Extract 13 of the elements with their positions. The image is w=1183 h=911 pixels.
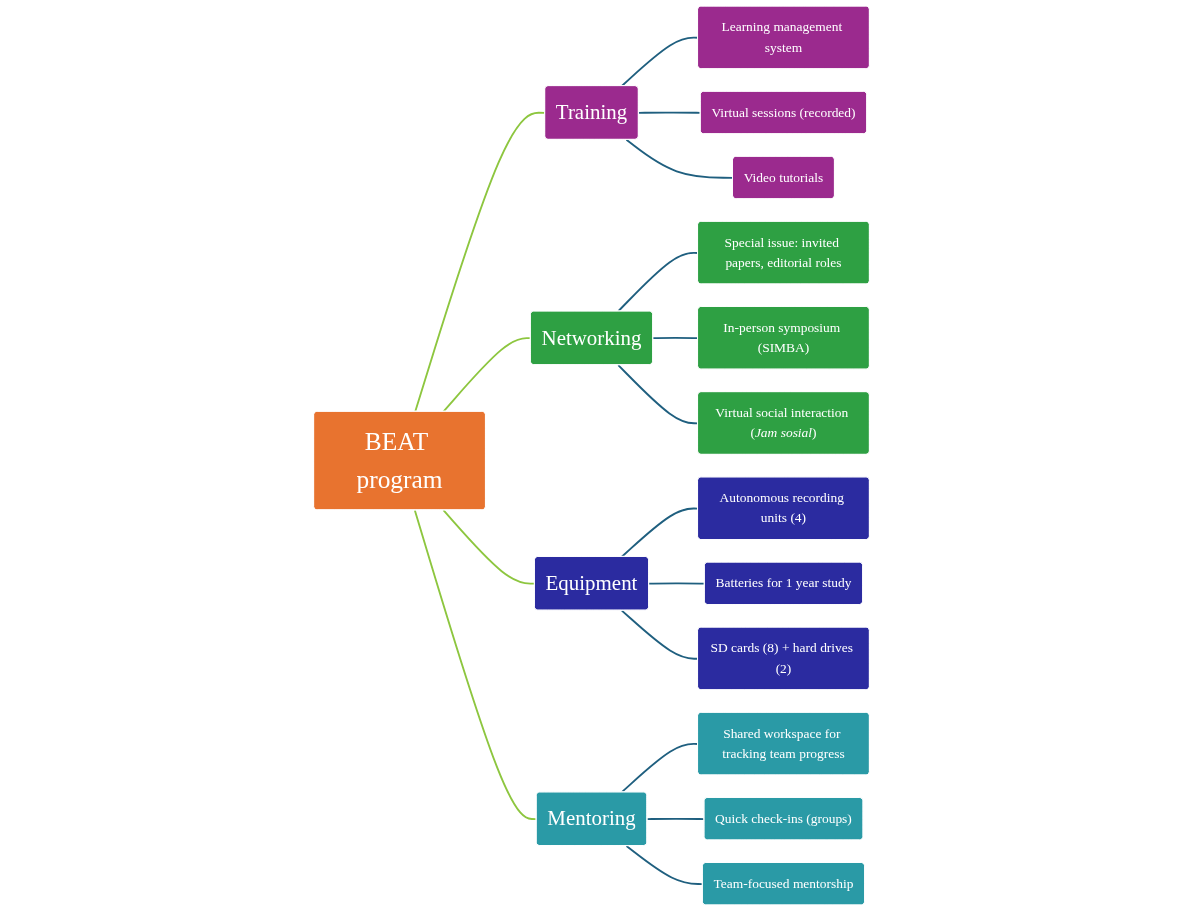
- connector: [413, 509, 538, 820]
- connector: [414, 111, 546, 413]
- connector: [625, 138, 734, 179]
- connector: [652, 337, 699, 340]
- connector: [442, 337, 532, 413]
- connector: [620, 507, 699, 558]
- connector: [648, 582, 706, 585]
- connector: [625, 845, 704, 886]
- connector: [442, 509, 536, 585]
- connector: [617, 364, 699, 425]
- connector: [620, 36, 699, 87]
- connector: [637, 111, 702, 114]
- connector: [620, 609, 699, 660]
